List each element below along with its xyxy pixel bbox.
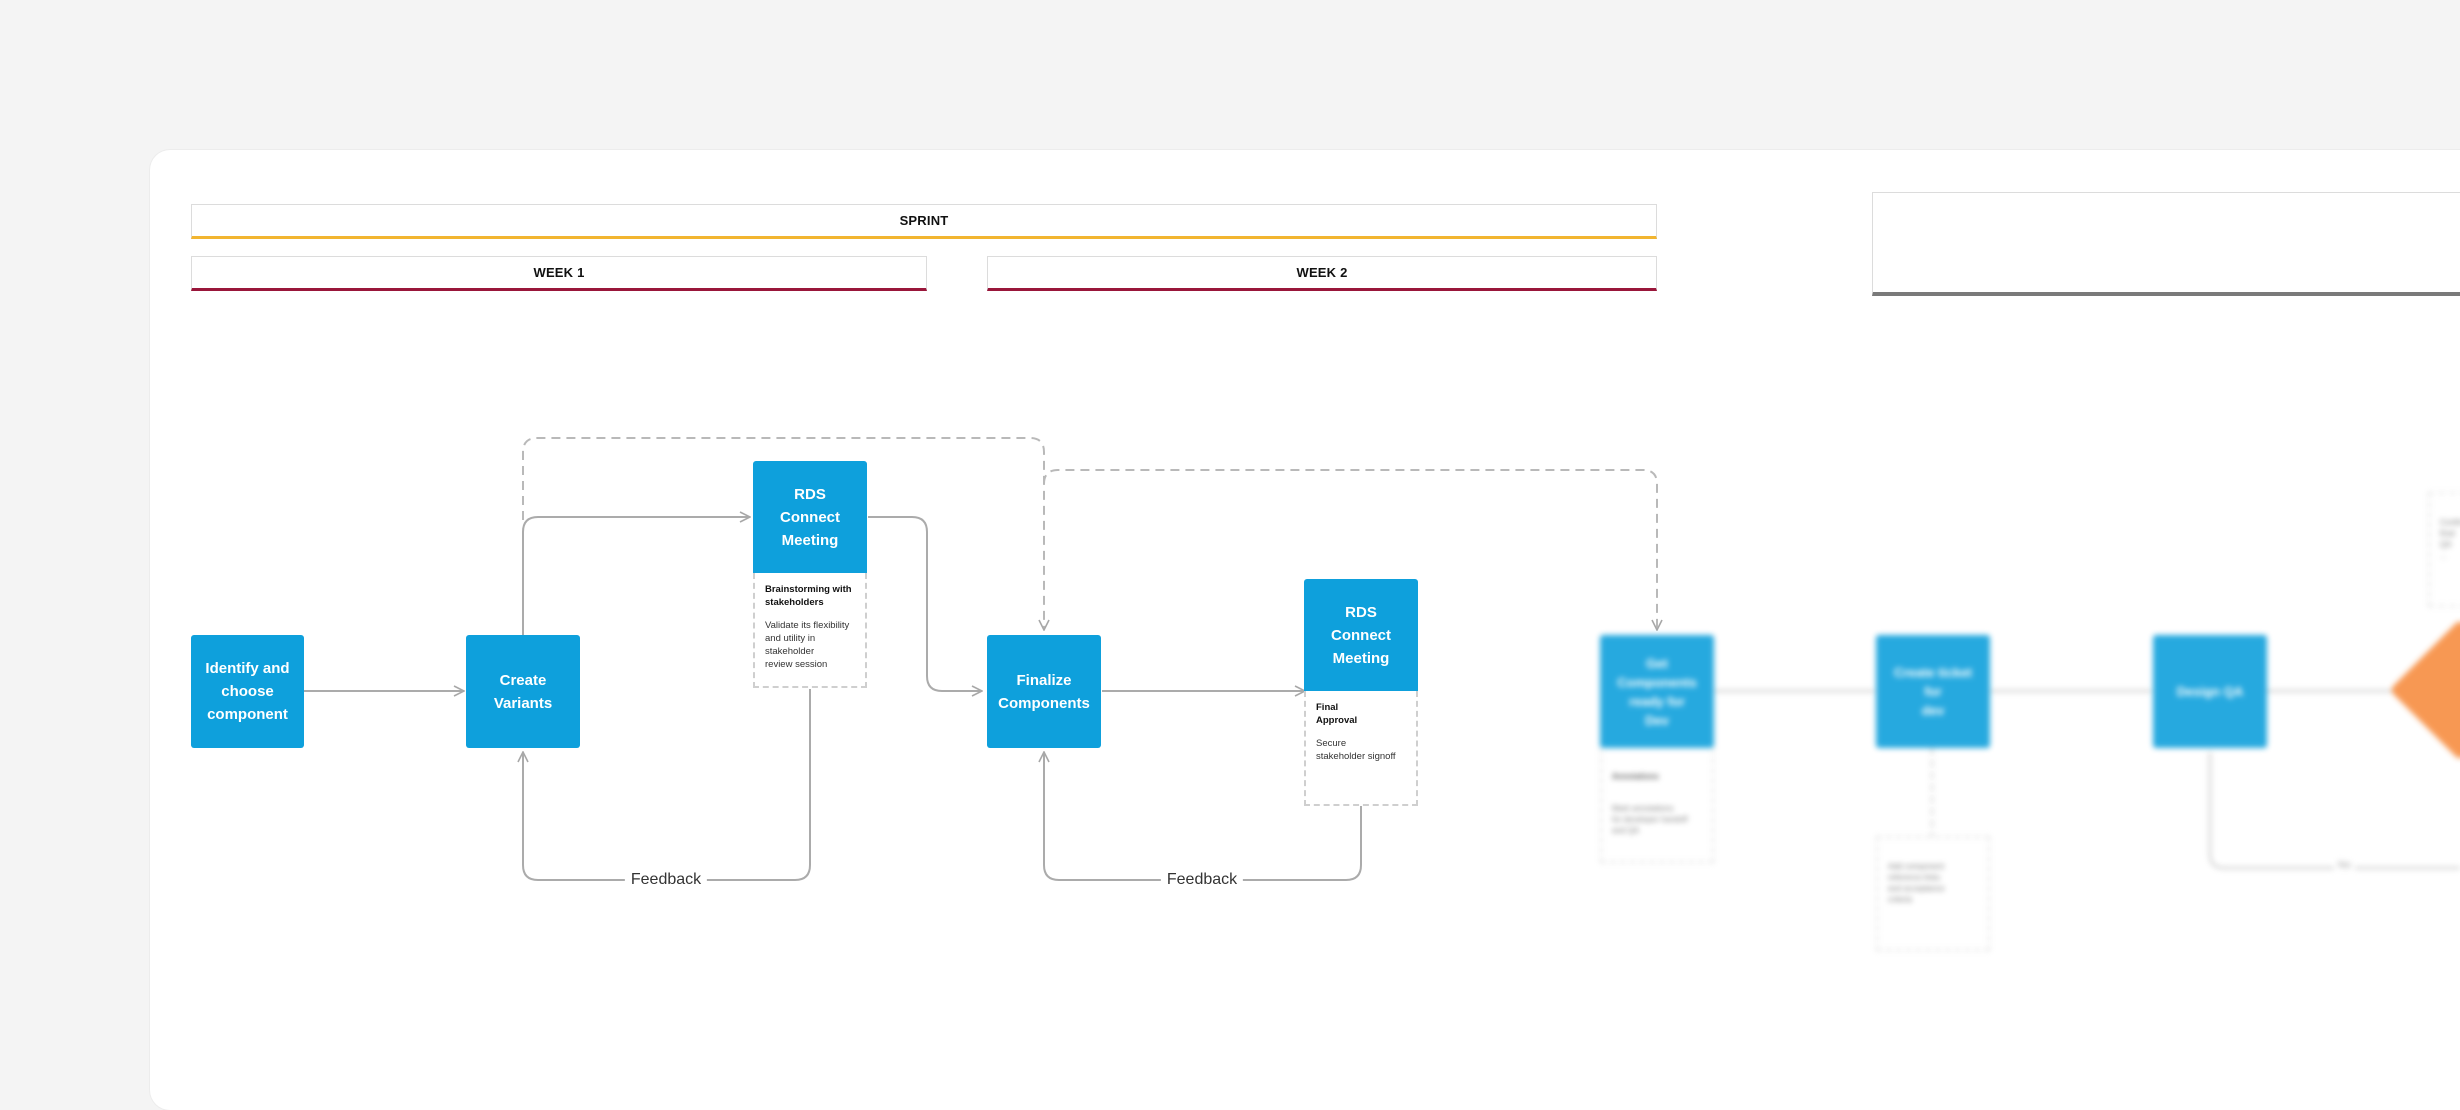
edge-meeting-1-to-finalize[interactable] — [868, 516, 982, 691]
week-1-label: WEEK 1 — [533, 265, 585, 280]
meeting-1-note-heading: Brainstorming with stakeholders — [765, 584, 852, 608]
sprint-band: SPRINT — [191, 204, 1657, 239]
rds-connect-meeting-2-node[interactable]: RDS Connect Meeting — [1304, 579, 1418, 691]
finalize-components-node[interactable]: Finalize Components — [987, 635, 1101, 748]
meeting-1-note-body: Validate its flexibility and utility in … — [765, 620, 850, 670]
identify-component-node[interactable]: Identify and choose component — [191, 635, 304, 748]
right-panel-band — [1872, 192, 2460, 296]
sprint-label: SPRINT — [899, 213, 949, 228]
connector-layer — [304, 437, 2460, 881]
week-2-label: WEEK 2 — [1296, 265, 1348, 280]
edge-dashed-to-get-components[interactable] — [1043, 469, 1657, 630]
week-2-band: WEEK 2 — [987, 256, 1657, 291]
create-variants-node[interactable]: Create Variants — [466, 635, 580, 748]
week-1-band: WEEK 1 — [191, 256, 927, 291]
meeting-1-note: Brainstorming with stakeholders Validate… — [753, 573, 867, 688]
feedback-label-2: Feedback — [1160, 871, 1244, 889]
meeting-2-note-heading: Final Approval — [1316, 702, 1358, 726]
edge-dashed-variants-to-finalize[interactable] — [522, 437, 1044, 630]
feedback-label-1: Feedback — [624, 871, 708, 889]
rds-connect-meeting-1-node[interactable]: RDS Connect Meeting — [753, 461, 867, 573]
meeting-2-note-body: Secure stakeholder signoff — [1316, 738, 1396, 762]
meeting-2-note: Final Approval Secure stakeholder signof… — [1304, 691, 1418, 806]
edge-variants-to-meeting-1[interactable] — [522, 517, 750, 635]
